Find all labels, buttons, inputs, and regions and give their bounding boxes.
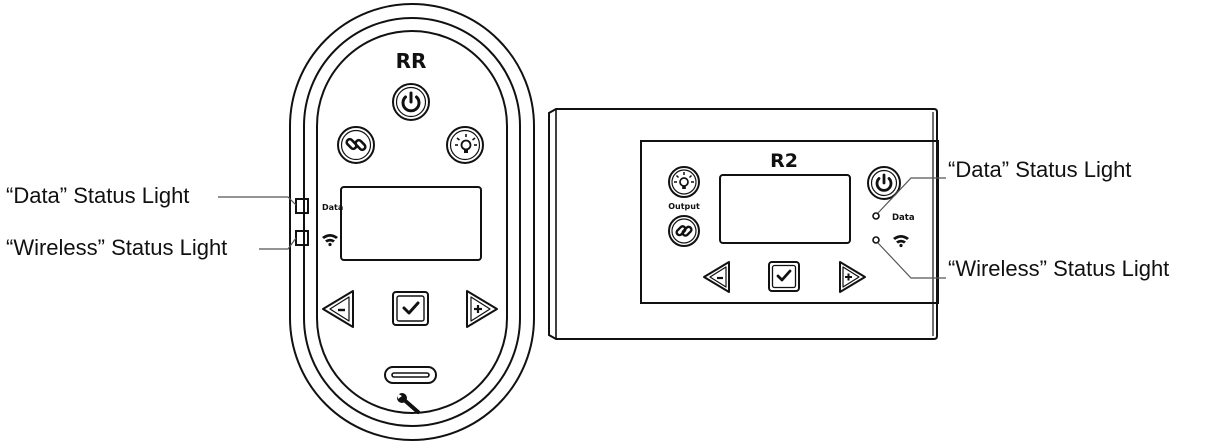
- r2-output-label: Output: [668, 202, 700, 211]
- rr-wireless-status-light: [295, 230, 309, 246]
- r2-model-label: R2: [770, 150, 798, 172]
- rr-middle-ring: [303, 17, 521, 427]
- rr-outer-ring: [289, 3, 535, 441]
- r2-data-label: Data: [892, 213, 915, 223]
- rr-model-label: RR: [396, 49, 427, 73]
- checkmark-icon: [776, 269, 792, 282]
- r2-data-status-light-callout: “Data” Status Light: [948, 157, 1132, 182]
- wifi-icon: [322, 234, 338, 247]
- rr-data-status-light-callout: “Data” Status Light: [6, 183, 190, 208]
- r2-left-minus-button[interactable]: [703, 261, 730, 293]
- plus-arrow-icon: [474, 305, 482, 313]
- rr-select-check-button[interactable]: [392, 291, 429, 326]
- r2-select-check-button[interactable]: [768, 261, 800, 292]
- r2-output-button[interactable]: [668, 166, 700, 198]
- rr-link-button[interactable]: [337, 126, 375, 164]
- power-icon: [401, 91, 421, 113]
- link-icon: [345, 137, 367, 152]
- lightbulb-icon: [674, 172, 694, 189]
- rr-wireless-status-light-callout: “Wireless” Status Light: [6, 235, 228, 260]
- r2-display-screen: [719, 174, 851, 244]
- rr-power-button[interactable]: [392, 83, 430, 121]
- rr-display-screen: [340, 186, 482, 261]
- r2-data-status-light: [872, 212, 880, 220]
- wrench-icon: [397, 393, 420, 414]
- rr-left-minus-button[interactable]: [322, 290, 354, 328]
- rr-service-button[interactable]: [384, 366, 437, 384]
- r2-callout-leaders: [877, 177, 946, 279]
- plus-arrow-icon: [845, 273, 852, 281]
- rr-output-button[interactable]: [446, 126, 484, 164]
- rr-callout-leaders: [218, 196, 297, 250]
- r2-device: R2 Output: [548, 108, 939, 340]
- rr-data-status-light: [295, 198, 309, 214]
- r2-housing: [548, 108, 938, 340]
- r2-right-plus-button[interactable]: [839, 261, 866, 293]
- r2-link-button[interactable]: [668, 215, 700, 247]
- rr-device: RR: [289, 3, 535, 441]
- r2-wireless-status-light: [872, 236, 880, 244]
- link-icon: [675, 225, 693, 237]
- lightbulb-icon: [455, 134, 477, 153]
- checkmark-icon: [402, 301, 420, 315]
- wifi-icon: [893, 235, 909, 248]
- r2-front-panel: [640, 140, 939, 304]
- rr-inner-ring: [316, 30, 508, 414]
- rr-data-label: Data: [322, 203, 343, 212]
- r2-wireless-status-light-callout: “Wireless” Status Light: [948, 256, 1170, 281]
- rr-right-plus-button[interactable]: [466, 290, 498, 328]
- power-icon: [875, 173, 893, 192]
- r2-power-button[interactable]: [867, 166, 901, 200]
